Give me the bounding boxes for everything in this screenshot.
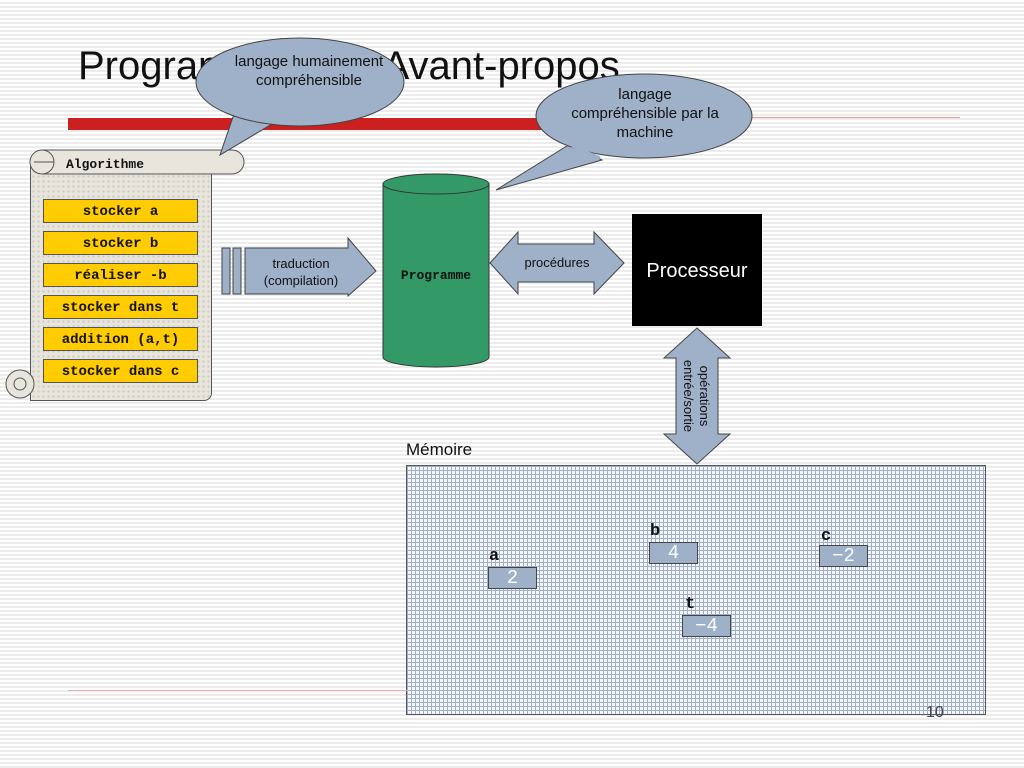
memory-label: Mémoire [406, 440, 473, 459]
callout-machine-text: langage compréhensible par la machine [571, 86, 719, 141]
translation-label-line: (compilation) [263, 273, 339, 288]
processor-label: Processeur [646, 260, 748, 282]
algorithm-title: Algorithme [66, 157, 145, 172]
variable-b-value: 4 [649, 542, 698, 564]
variable-t-value: −4 [682, 615, 731, 637]
algorithm-step: addition (a,t) [43, 327, 198, 351]
procedures-arrow [489, 230, 625, 296]
callout-human [195, 37, 405, 157]
io-label-line: entrée/sortie [681, 360, 696, 432]
algorithm-step: stocker b [43, 231, 198, 255]
scroll-curls [5, 149, 245, 399]
callout-machine [495, 73, 753, 191]
translation-label-line: traduction [272, 256, 330, 271]
program-label: Programme [400, 268, 472, 283]
algorithm-step: stocker dans t [43, 295, 198, 319]
title-underline-thin [548, 117, 960, 118]
variable-a-value: 2 [488, 567, 537, 589]
io-arrow: opérations entrée/sortie [662, 327, 732, 465]
callout-human-text: langage humainement compréhensible [234, 53, 384, 89]
algorithm-step: stocker dans c [43, 359, 198, 383]
translation-arrow [221, 236, 377, 298]
variable-t-name: t [685, 595, 696, 614]
program-cylinder [382, 173, 490, 368]
variable-c-name: c [821, 527, 832, 546]
algorithm-step: stocker a [43, 199, 198, 223]
translation-label: traduction (compilation) [246, 255, 356, 289]
io-label-line: opérations [697, 366, 712, 427]
algorithm-step: réaliser -b [43, 263, 198, 287]
memory-grid [406, 465, 986, 715]
variable-b-name: b [650, 522, 661, 541]
variable-a-name: a [489, 547, 500, 566]
page-number: 10 [926, 704, 944, 721]
variable-c-value: −2 [819, 545, 868, 567]
processor-box: Processeur [632, 214, 762, 326]
procedures-label: procédures [524, 255, 590, 270]
footer-rule [68, 690, 408, 691]
